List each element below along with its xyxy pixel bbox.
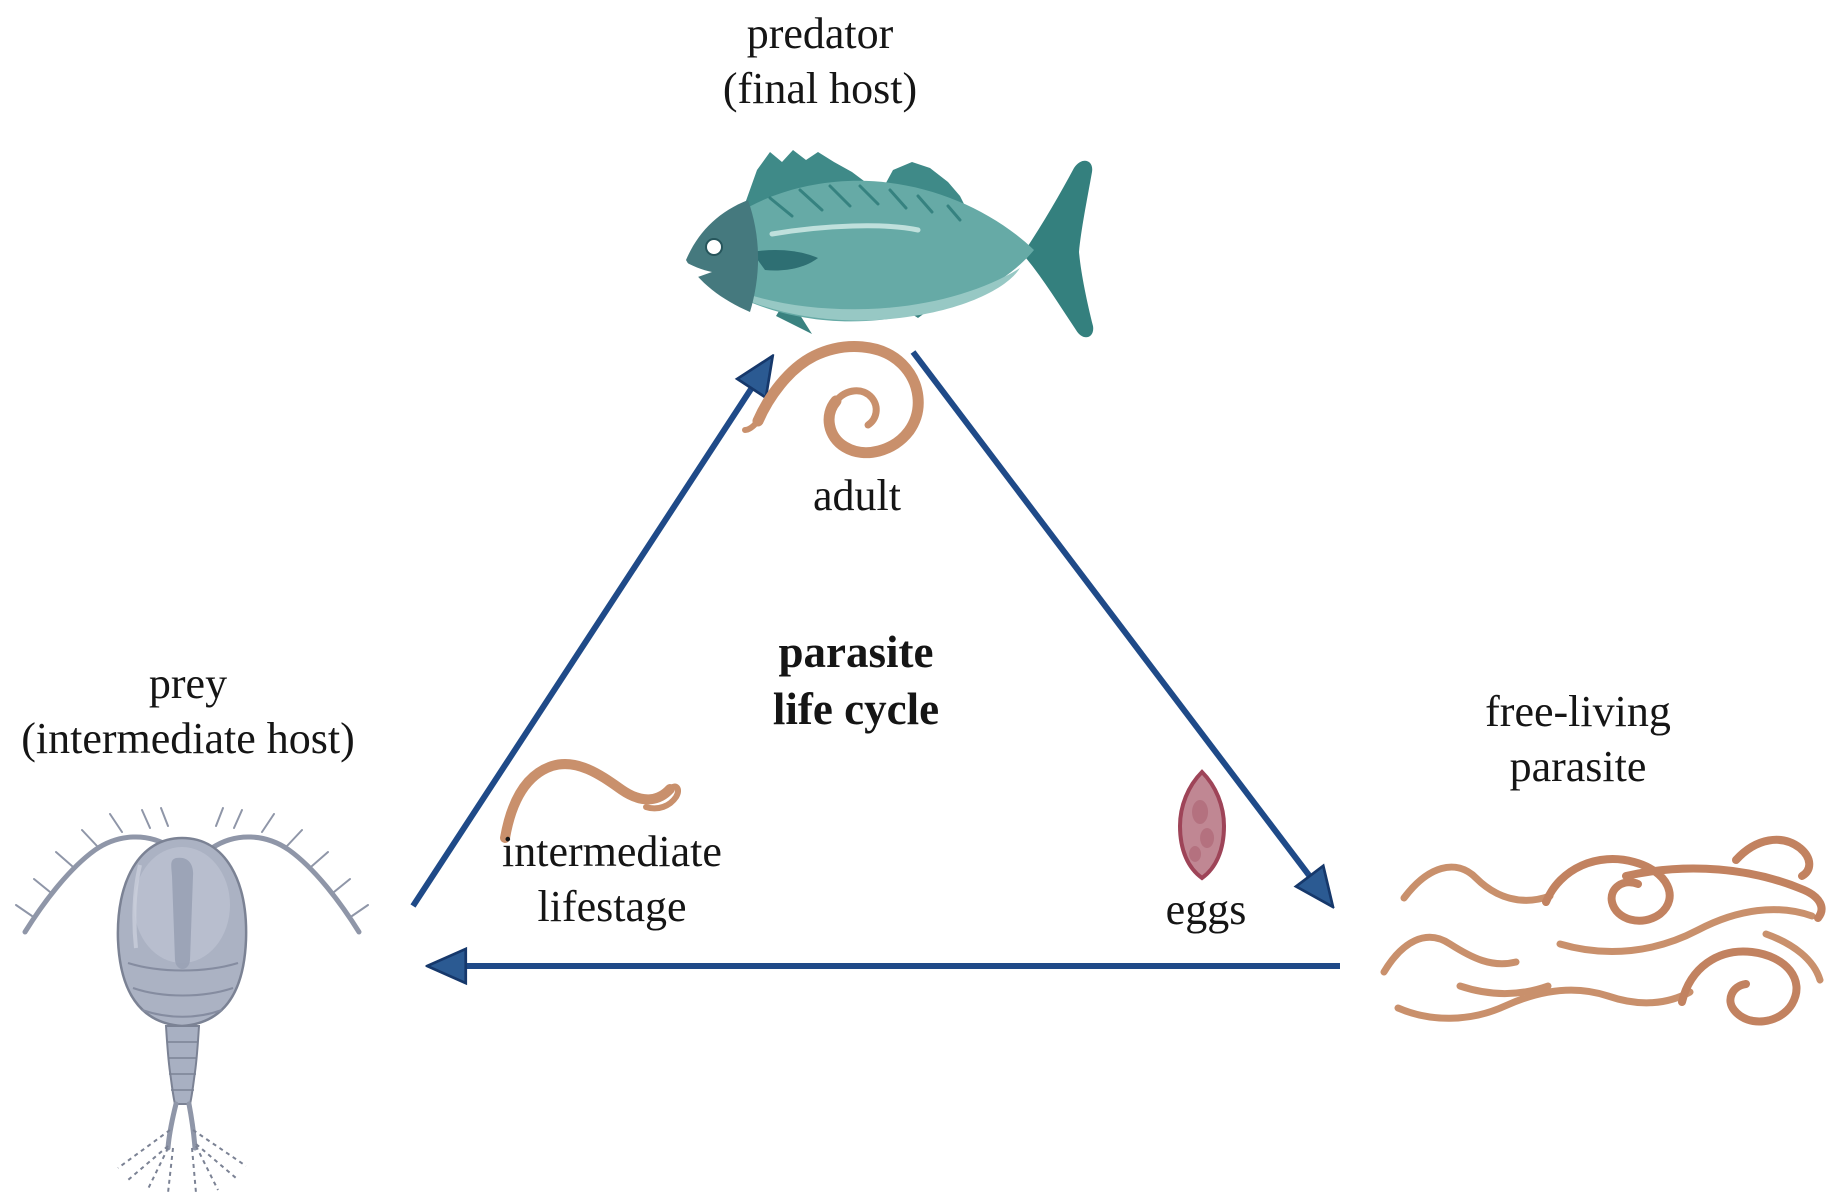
predator-label: predator (final host) — [723, 6, 917, 116]
fish-mouth — [682, 260, 712, 278]
free-living-parasite-label-line1: free-living — [1485, 687, 1671, 736]
coiled-worm-icon — [742, 341, 924, 459]
adult-stage-label: adult — [813, 468, 901, 523]
fish-body — [688, 180, 1034, 322]
copepod-side-streak — [132, 864, 142, 949]
intermediate-lifestage-label-line2: lifestage — [537, 882, 687, 931]
fish-belly — [698, 268, 1020, 321]
eggs-stage-label: eggs — [1166, 882, 1247, 937]
egg-outline — [1177, 769, 1227, 881]
copepod-antenna-right — [209, 834, 362, 935]
adult-stage-label-text: adult — [813, 471, 901, 520]
arrow-prey-to-predator — [410, 360, 770, 908]
center-title-line2: life cycle — [772, 684, 940, 734]
egg-icon — [1177, 769, 1227, 881]
worm-tangle-strokes-b — [1542, 835, 1826, 1026]
prey-label-line1: prey — [148, 659, 228, 708]
copepod-abdomen-segments — [167, 1041, 198, 1091]
worm-tangle-icon — [1380, 835, 1826, 1026]
worm-tangle-strokes-a — [1380, 863, 1824, 1022]
fish-icon — [682, 150, 1094, 338]
fish-lateral-streak — [769, 223, 921, 237]
prey-label-line2: (intermediate host) — [21, 714, 355, 763]
fish-head — [686, 200, 759, 312]
eggs-stage-label-text: eggs — [1165, 885, 1247, 934]
center-title: parasite life cycle — [773, 624, 939, 738]
fish-back-hatching — [768, 184, 962, 222]
arrow-predator-to-free-living — [910, 350, 1330, 903]
curved-worm-body — [500, 759, 675, 843]
coiled-worm-outer — [752, 341, 924, 459]
curved-worm-icon — [500, 759, 682, 843]
copepod-gut — [171, 857, 194, 969]
intermediate-lifestage-label: intermediate lifestage — [502, 824, 722, 934]
curved-worm-tip — [643, 783, 682, 812]
copepod-antenna-setae — [15, 807, 369, 917]
copepod-antennae — [15, 807, 369, 935]
predator-label-line2: (final host) — [722, 64, 918, 113]
prey-label: prey (intermediate host) — [21, 656, 355, 766]
center-title-line1: parasite — [778, 627, 934, 677]
copepod-antenna-left — [22, 834, 175, 935]
copepod-caudal-rami — [165, 1101, 198, 1151]
copepod-segment-lines — [127, 962, 239, 1018]
cycle-arrows — [410, 350, 1340, 966]
fish-tail-fin — [1024, 160, 1094, 338]
coiled-worm-inner — [832, 387, 880, 429]
fish-eye — [705, 238, 723, 256]
egg-mottling — [1189, 800, 1215, 862]
free-living-parasite-label: free-living parasite — [1485, 684, 1671, 794]
copepod-abdomen — [164, 1025, 201, 1105]
fish-pectoral-fin — [752, 250, 818, 271]
intermediate-lifestage-label-line1: intermediate — [502, 827, 722, 876]
copepod-icon — [15, 807, 369, 1193]
copepod-tail-setae — [117, 1129, 247, 1193]
free-living-parasite-label-line2: parasite — [1509, 742, 1647, 791]
predator-label-line1: predator — [746, 9, 894, 58]
